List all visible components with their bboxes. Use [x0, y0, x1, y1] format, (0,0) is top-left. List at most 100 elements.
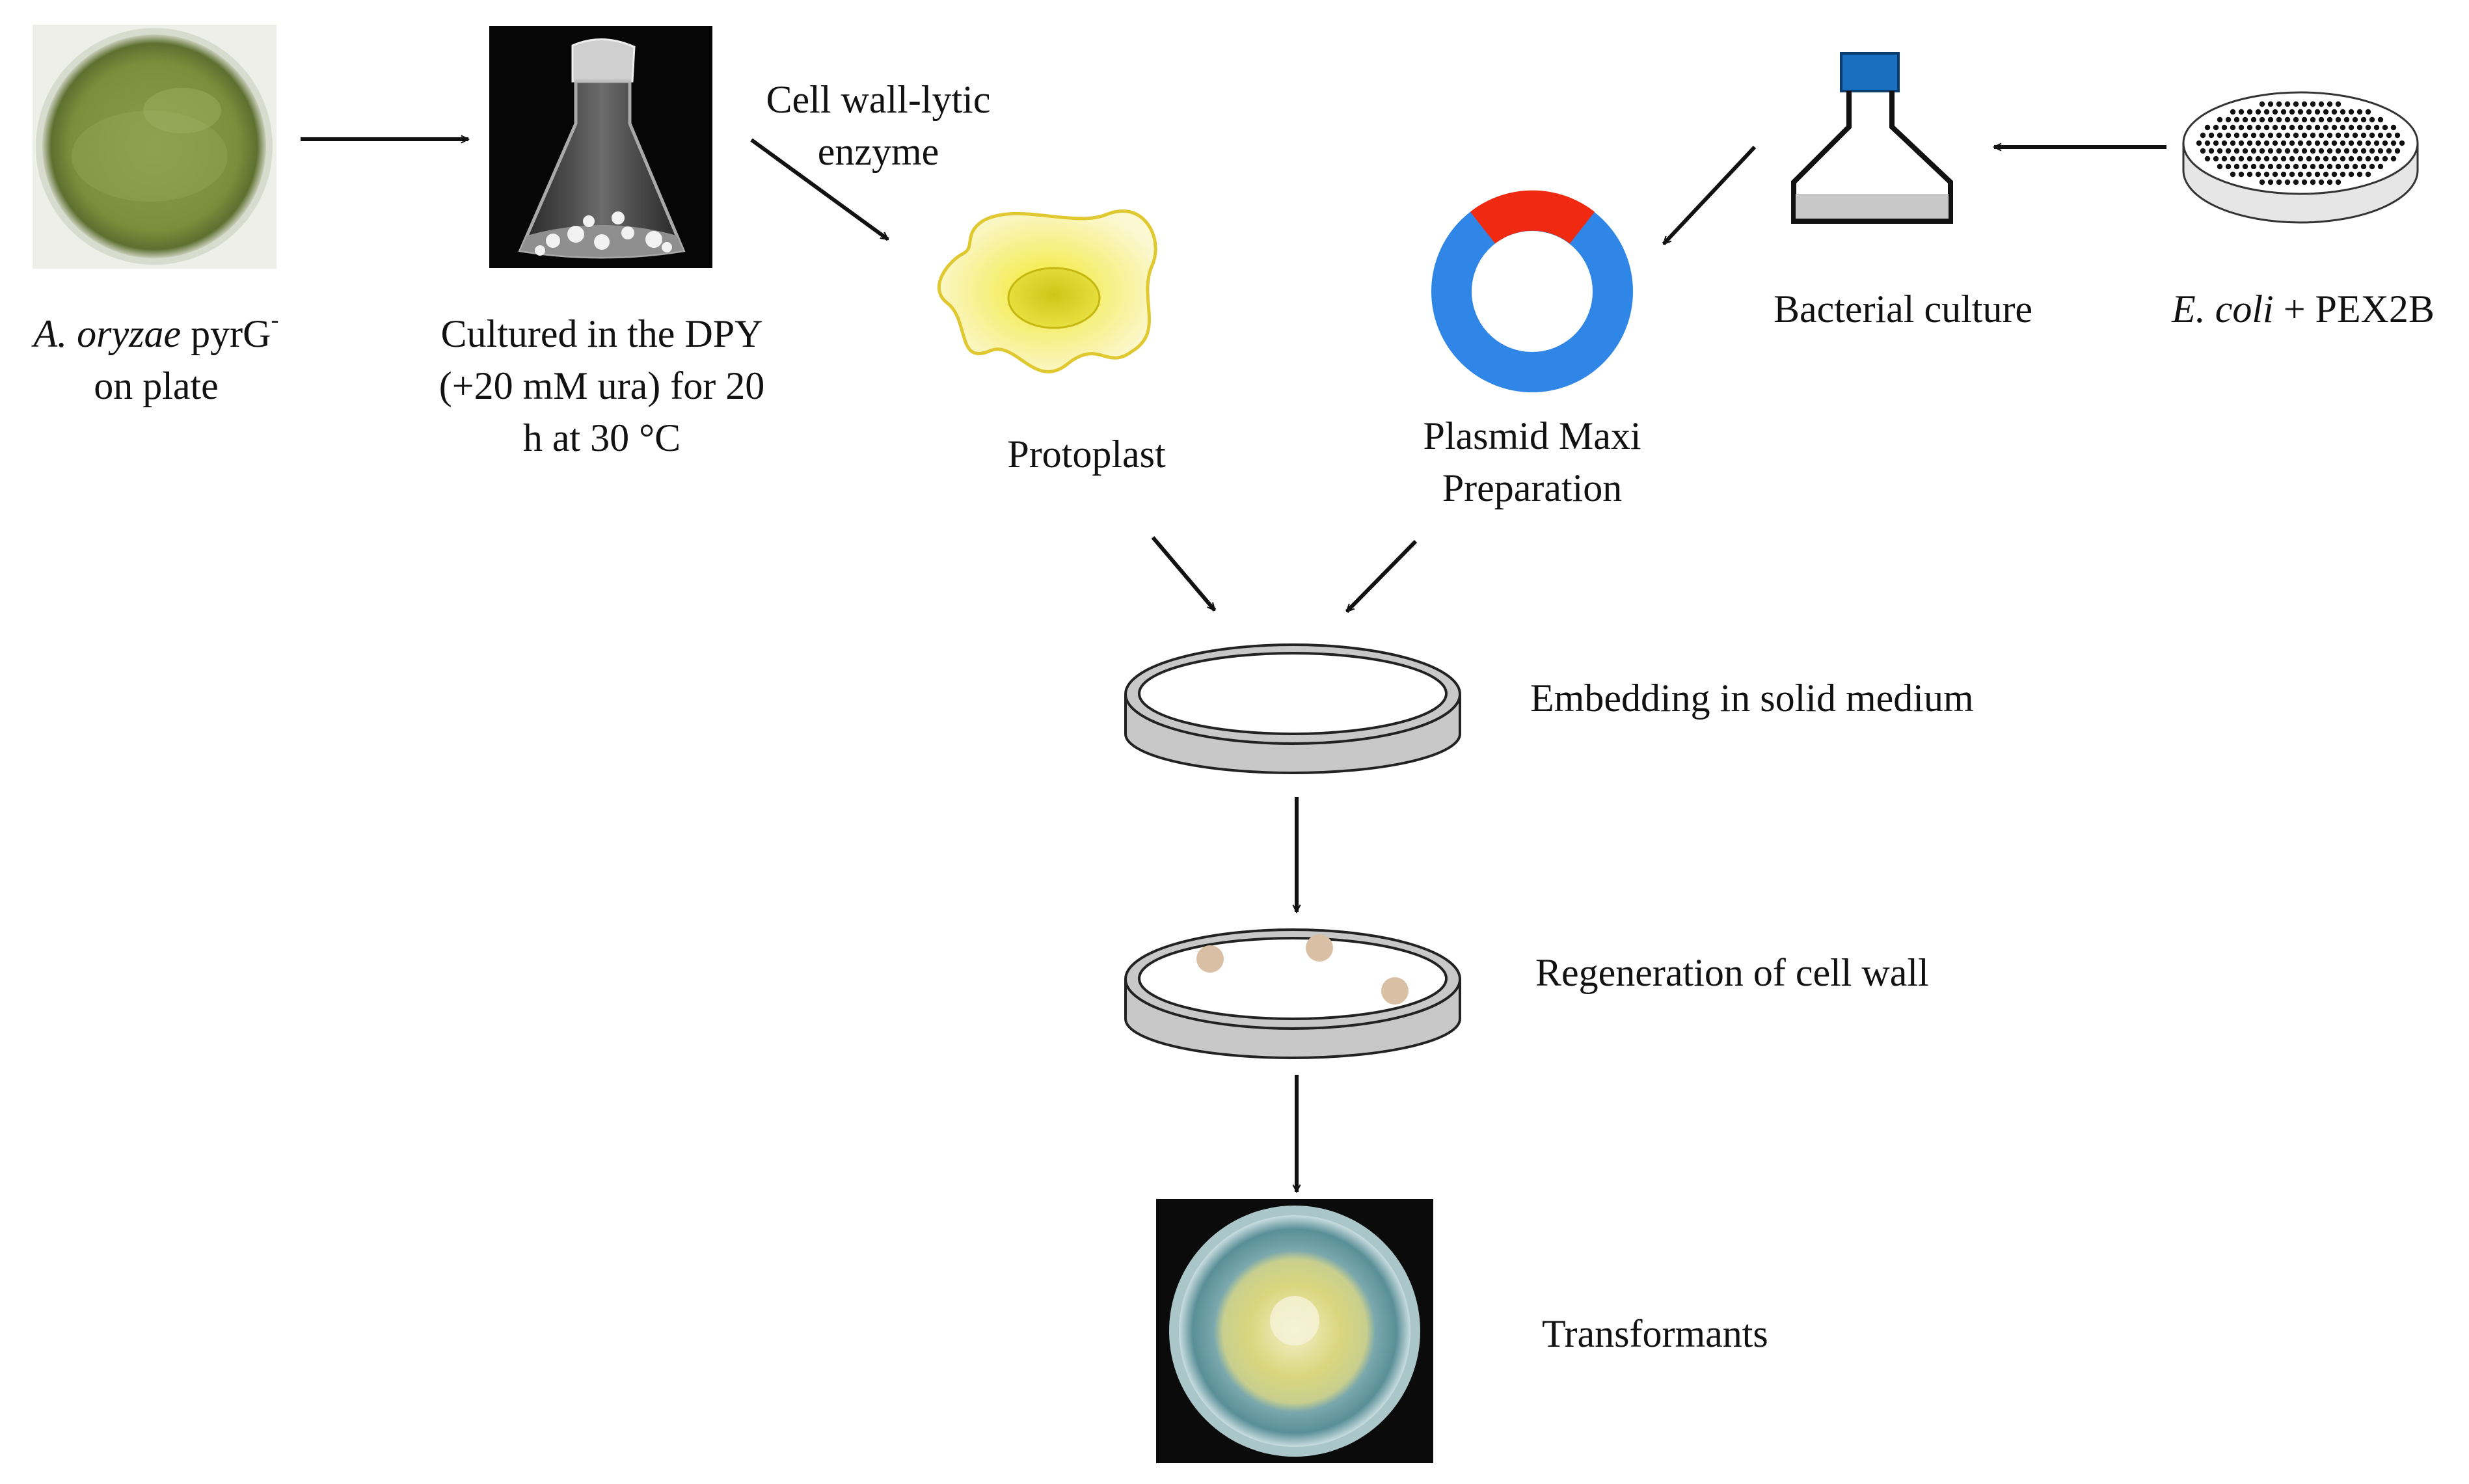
ecoli-colony-dot	[2297, 140, 2304, 146]
ecoli-colony-dot	[2352, 148, 2358, 154]
ecoli-colony-dot	[2217, 163, 2223, 170]
colony-dot	[1381, 977, 1409, 1005]
ecoli-colony-dot	[2230, 124, 2236, 131]
ecoli-colony-dot	[2318, 148, 2325, 154]
cultured-label: Cultured in the DPY (+20 mM ura) for 20 …	[403, 308, 800, 464]
ecoli-colony-dot	[2267, 163, 2274, 170]
ecoli-colony-dot	[2335, 132, 2341, 139]
ecoli-colony-dot	[2331, 109, 2338, 115]
ecoli-colony-dot	[2238, 140, 2245, 146]
ecoli-colony-dot	[2340, 155, 2346, 162]
ecoli-colony-dot	[2225, 148, 2232, 154]
ecoli-colony-dot	[2394, 148, 2401, 154]
ecoli-colony-dot	[2233, 148, 2240, 154]
ecoli-colony-dot	[2259, 101, 2265, 107]
ecoli-colony-dot	[2272, 140, 2278, 146]
ecoli-colony-dot	[2348, 124, 2354, 131]
ecoli-colony-dot	[2335, 101, 2341, 107]
ecoli-colony-dot	[2208, 132, 2215, 139]
ecoli-colony-dot	[2331, 171, 2338, 178]
ecoli-colony-dot	[2318, 101, 2325, 107]
ecoli-colony-dot	[2377, 116, 2384, 123]
ecoli-colony-dot	[2399, 140, 2405, 146]
bacterial-culture-flask-icon	[1791, 52, 1953, 224]
ecoli-colony-dot	[2242, 148, 2248, 154]
ecoli-colony-dot	[2348, 140, 2354, 146]
ecoli-colony-dot	[2331, 140, 2338, 146]
ecoli-colony-dot	[2221, 124, 2228, 131]
ecoli-colony-dot	[2250, 116, 2257, 123]
ecoli-colony-dot	[2225, 132, 2232, 139]
ecoli-colony-dot	[2255, 109, 2261, 115]
ecoli-colony-dot	[2377, 132, 2384, 139]
ecoli-colony-dot	[2369, 163, 2375, 170]
ecoli-colony-dot	[2310, 148, 2316, 154]
ecoli-colony-dot	[2246, 109, 2253, 115]
enzyme-label-line1: Cell wall-lytic	[766, 78, 991, 121]
ecoli-colony-dot	[2230, 155, 2236, 162]
ecoli-species: E. coli	[2172, 288, 2274, 331]
ecoli-colony-dot	[2340, 124, 2346, 131]
ecoli-colony-dot	[2360, 148, 2367, 154]
aoryzae-plate-image	[33, 25, 277, 269]
ecoli-colony-dot	[2246, 171, 2253, 178]
ecoli-colony-dot	[2267, 148, 2274, 154]
ecoli-colony-dot	[2327, 148, 2333, 154]
ecoli-colony-dot	[2259, 132, 2265, 139]
ecoli-colony-dot	[2284, 148, 2291, 154]
ecoli-colony-dot	[2263, 171, 2270, 178]
ecoli-colony-dot	[2373, 124, 2380, 131]
ecoli-colony-dot	[2314, 140, 2321, 146]
ecoli-colony-dot	[2213, 155, 2219, 162]
ecoli-colony-dot	[2225, 116, 2232, 123]
ecoli-colony-dot	[2293, 148, 2299, 154]
ecoli-colony-dot	[2250, 148, 2257, 154]
ecoli-colony-dot	[2276, 116, 2282, 123]
ecoli-colony-dot	[2365, 140, 2371, 146]
ecoli-colony-dot	[2208, 148, 2215, 154]
ecoli-colony-dot	[2348, 171, 2354, 178]
protoplast-label: Protoplast	[1007, 433, 1166, 476]
ecoli-colony-dot	[2310, 132, 2316, 139]
ecoli-colony-dot	[2276, 179, 2282, 185]
ecoli-colony-dot	[2314, 109, 2321, 115]
ecoli-colony-dot	[2340, 109, 2346, 115]
ecoli-colony-dot	[2276, 148, 2282, 154]
ecoli-colony-dot	[2314, 124, 2321, 131]
ecoli-colony-dot	[2242, 116, 2248, 123]
ecoli-colony-dot	[2306, 109, 2312, 115]
transformants-label: Transformants	[1542, 1312, 1768, 1355]
ecoli-colony-dot	[2331, 155, 2338, 162]
ecoli-colony-dot	[2217, 148, 2223, 154]
ecoli-colony-dot	[2310, 101, 2316, 107]
ecoli-colony-dot	[2230, 171, 2236, 178]
bacterial-culture-label: Bacterial culture	[1773, 288, 2033, 331]
ecoli-colony-dot	[2225, 163, 2232, 170]
ecoli-colony-dot	[2238, 155, 2245, 162]
ecoli-colony-dot	[2301, 163, 2308, 170]
ecoli-colony-dot	[2276, 132, 2282, 139]
ecoli-colony-dot	[2297, 155, 2304, 162]
ecoli-colony-dot	[2272, 109, 2278, 115]
ecoli-colony-dot	[2272, 155, 2278, 162]
ecoli-colony-dot	[2221, 155, 2228, 162]
ecoli-colony-dot	[2276, 163, 2282, 170]
ecoli-plate-illustration	[2182, 91, 2419, 224]
ecoli-colony-dot	[2318, 163, 2325, 170]
ecoli-colony-dot	[2343, 148, 2350, 154]
ecoli-colony-dot	[2382, 140, 2388, 146]
ecoli-colony-dot	[2310, 116, 2316, 123]
ecoli-colony-dot	[2343, 132, 2350, 139]
ecoli-colony-dot	[2306, 140, 2312, 146]
aoryzae-label: A. oryzae pyrG- on plate	[7, 308, 306, 412]
colony-dot	[1196, 945, 1224, 973]
ecoli-colony-dot	[2284, 101, 2291, 107]
ecoli-colony-dot	[2280, 109, 2287, 115]
ecoli-colony-dot	[2327, 163, 2333, 170]
ecoli-colony-dot	[2263, 109, 2270, 115]
ecoli-colony-dot	[2310, 163, 2316, 170]
ecoli-colony-dot	[2335, 163, 2341, 170]
plasmid-label-line2: Preparation	[1442, 466, 1623, 509]
ecoli-colony-dot	[2356, 140, 2363, 146]
ecoli-colony-dot	[2280, 155, 2287, 162]
